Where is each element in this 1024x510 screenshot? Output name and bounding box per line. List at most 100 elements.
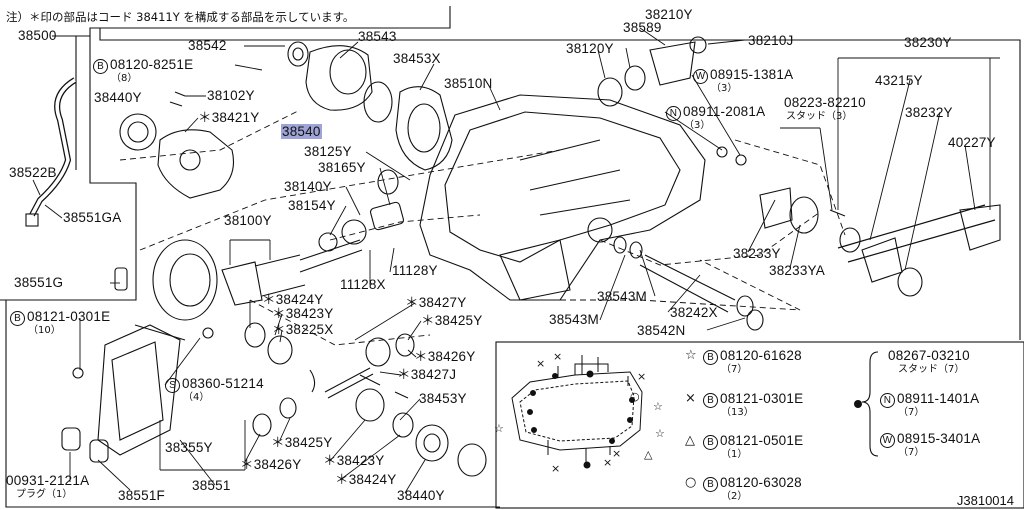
- part-label-p38210J[interactable]: 38210J: [748, 34, 794, 48]
- part-label-p38440Y_b[interactable]: 38440Y: [397, 489, 445, 503]
- fastener-part-number: 08915-3401A: [897, 431, 981, 446]
- fastener-type-mark: B: [10, 311, 25, 326]
- fastener-label-f00931-2121A[interactable]: 00931-2121A: [6, 474, 89, 488]
- part-label-p38427J[interactable]: ＊38427J: [397, 368, 456, 382]
- part-label-p38551GA[interactable]: 38551GA: [63, 211, 121, 225]
- stud-part-qty: スタッド（3）: [786, 111, 853, 122]
- part-number: 38230Y: [904, 35, 952, 50]
- part-number: 38440Y: [397, 488, 445, 503]
- part-label-p38165Y[interactable]: 38165Y: [318, 161, 366, 175]
- legend-symbol: ○: [685, 475, 697, 490]
- figure-id: J3810014: [956, 493, 1014, 508]
- part-label-p40227Y[interactable]: 40227Y: [948, 136, 996, 150]
- part-label-p38225X[interactable]: ＊38225X: [272, 323, 333, 337]
- part-number: 40227Y: [948, 135, 996, 150]
- part-label-p38453Y[interactable]: 38453Y: [419, 392, 467, 406]
- part-label-p38125Y[interactable]: 38125Y: [304, 145, 352, 159]
- part-label-p38242X[interactable]: 38242X: [670, 306, 718, 320]
- part-label-p38102Y[interactable]: 38102Y: [207, 89, 255, 103]
- fastener-qty: （13）: [721, 407, 754, 418]
- fastener-qty: （7）: [721, 364, 748, 375]
- frame-line-right: [99, 28, 1021, 340]
- fastener-part-number: 08120-8251E: [110, 57, 194, 72]
- part-label-p38522B[interactable]: 38522B: [9, 166, 57, 180]
- part-label-p38589[interactable]: 38589: [623, 21, 662, 35]
- part-label-p11128X[interactable]: 11128X: [340, 278, 386, 292]
- part-label-p38233YA[interactable]: 38233YA: [769, 264, 825, 278]
- part-label-p38551G[interactable]: 38551G: [14, 276, 63, 290]
- part-label-p38542N[interactable]: 38542N: [637, 324, 686, 338]
- fastener-part-number: 08360-51214: [182, 376, 264, 391]
- part-label-p38551[interactable]: 38551: [192, 479, 231, 493]
- part-label-p38540[interactable]: 38540: [281, 124, 322, 139]
- fastener-qty: （7）: [898, 407, 925, 418]
- part-label-p38425Y_a[interactable]: ＊38425Y: [421, 314, 482, 328]
- svg-text:☆: ☆: [653, 400, 663, 413]
- frame-line-top: [0, 6, 451, 301]
- part-label-p38424Y_b[interactable]: ＊38424Y: [335, 473, 396, 487]
- stud-part-number[interactable]: 08223-82210: [784, 95, 866, 110]
- fastener-part-number: 08120-61628: [720, 348, 802, 363]
- bolt-legend-box: [495, 341, 1024, 509]
- part-number: 38154Y: [288, 198, 336, 213]
- part-label-p38210Y[interactable]: 38210Y: [645, 8, 693, 22]
- fastener-qty: プラグ（1）: [16, 489, 73, 500]
- part-label-p38543[interactable]: 38543: [358, 30, 397, 44]
- part-number: 38120Y: [566, 41, 614, 56]
- part-label-p38426Y_a[interactable]: ＊38426Y: [414, 350, 475, 364]
- part-label-p38500[interactable]: 38500: [18, 29, 57, 43]
- part-label-p38510N[interactable]: 38510N: [444, 77, 493, 91]
- part-label-p43215Y[interactable]: 43215Y: [875, 74, 923, 88]
- part-number: ＊38424Y: [262, 292, 324, 307]
- part-label-p38140Y[interactable]: 38140Y: [284, 180, 332, 194]
- part-number: ＊38426Y: [240, 457, 302, 472]
- part-label-p38421Y[interactable]: ＊38421Y: [198, 111, 259, 125]
- part-label-p38120Y[interactable]: 38120Y: [566, 42, 614, 56]
- part-label-p38232Y[interactable]: 38232Y: [905, 106, 953, 120]
- part-label-p38453X[interactable]: 38453X: [393, 52, 441, 66]
- part-number: 38233YA: [769, 263, 825, 278]
- part-number: 38543M: [549, 312, 599, 327]
- fastener-type-mark: B: [703, 393, 718, 408]
- part-label-p38543M_b[interactable]: 38543M: [549, 313, 599, 327]
- part-number: 38453Y: [419, 391, 467, 406]
- part-label-p38427Y[interactable]: ＊38427Y: [405, 296, 466, 310]
- part-label-p38543M_a[interactable]: 38543M: [597, 290, 647, 304]
- part-label-p38440Y_a[interactable]: 38440Y: [94, 91, 142, 105]
- svg-text:×: ×: [553, 350, 562, 363]
- fastener-qty: （3）: [711, 83, 738, 94]
- part-label-p38355Y[interactable]: 38355Y: [165, 441, 213, 455]
- part-number: 38232Y: [905, 105, 953, 120]
- part-label-p38426Y_b[interactable]: ＊38426Y: [240, 458, 301, 472]
- part-label-p38542[interactable]: 38542: [188, 39, 227, 53]
- part-number: 38140Y: [284, 179, 332, 194]
- part-label-p38423Y_b[interactable]: ＊38423Y: [323, 454, 384, 468]
- fastener-type-mark: W: [880, 433, 895, 448]
- part-number: 38102Y: [207, 88, 255, 103]
- fastener-type-mark: B: [703, 350, 718, 365]
- part-label-p38424Y_a[interactable]: ＊38424Y: [262, 293, 323, 307]
- part-label-p38551F[interactable]: 38551F: [118, 489, 165, 503]
- part-label-p38423Y_a[interactable]: ＊38423Y: [272, 307, 333, 321]
- part-label-p11128Y[interactable]: 11128Y: [392, 264, 438, 278]
- part-label-p38233Y[interactable]: 38233Y: [733, 247, 781, 261]
- fastener-label-dot-group-0[interactable]: 08267-03210: [888, 349, 970, 363]
- part-label-p38154Y[interactable]: 38154Y: [288, 199, 336, 213]
- part-number: ＊38426Y: [414, 349, 476, 364]
- part-label-p38100Y[interactable]: 38100Y: [224, 214, 272, 228]
- part-label-p38425Y_b[interactable]: ＊38425Y: [271, 436, 332, 450]
- part-label-p38230Y[interactable]: 38230Y: [904, 36, 952, 50]
- svg-text:×: ×: [536, 357, 545, 370]
